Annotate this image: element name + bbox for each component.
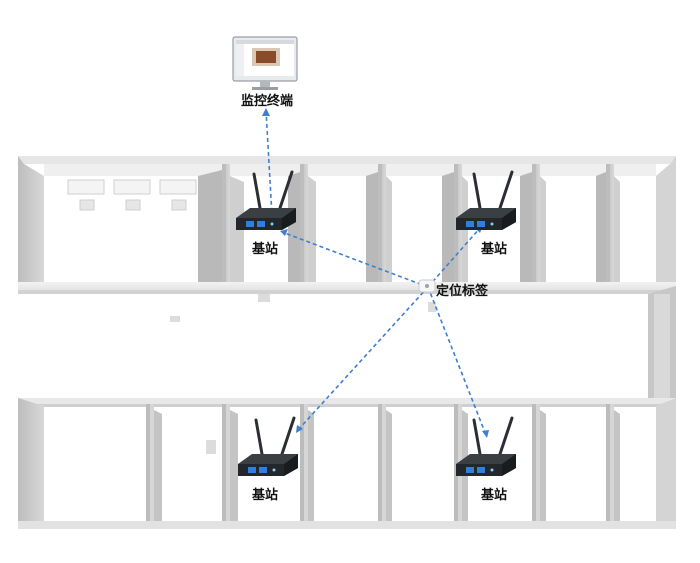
base-station-label-1: 基站	[252, 242, 279, 257]
upper-building-block	[18, 156, 676, 290]
upper-right-wall	[656, 156, 676, 290]
arrowheads	[262, 108, 489, 438]
base-station-label-2: 基站	[481, 242, 508, 257]
lower-building-block	[18, 398, 676, 529]
upper-left-wall	[18, 156, 44, 290]
link-monitor-station1	[265, 109, 273, 217]
lower-left-wall	[18, 398, 44, 529]
monitor-terminal-icon	[232, 36, 298, 90]
base-station-label-3: 基站	[252, 488, 279, 503]
desk-icon	[67, 179, 197, 211]
link-tag-station1	[281, 231, 429, 288]
monitor-terminal-label: 监控终端	[241, 94, 294, 109]
lower-top-wall	[18, 398, 676, 406]
router-base-station-icon	[456, 416, 516, 476]
corridor-floor	[18, 294, 648, 400]
upper-outer-wall	[18, 156, 676, 164]
router-base-station-icon	[236, 170, 296, 230]
link-tag-station2	[427, 227, 481, 288]
router-base-station-icon	[238, 416, 298, 476]
connection-lines	[265, 109, 487, 436]
lower-partitions	[146, 404, 614, 521]
base-station-label-4: 基站	[481, 488, 508, 503]
lower-right-wall	[656, 398, 676, 529]
router-base-station-icon	[456, 170, 516, 230]
lower-bottom-wall	[18, 521, 676, 529]
corridor	[18, 282, 676, 408]
lower-floor	[24, 407, 670, 521]
link-tag-station3	[297, 286, 429, 431]
location-tag-label: 定位标签	[436, 284, 489, 299]
location-tag-icon	[418, 279, 436, 293]
link-tag-station4	[427, 286, 487, 436]
upper-back-wall	[44, 164, 656, 176]
decor-objects	[170, 294, 436, 454]
